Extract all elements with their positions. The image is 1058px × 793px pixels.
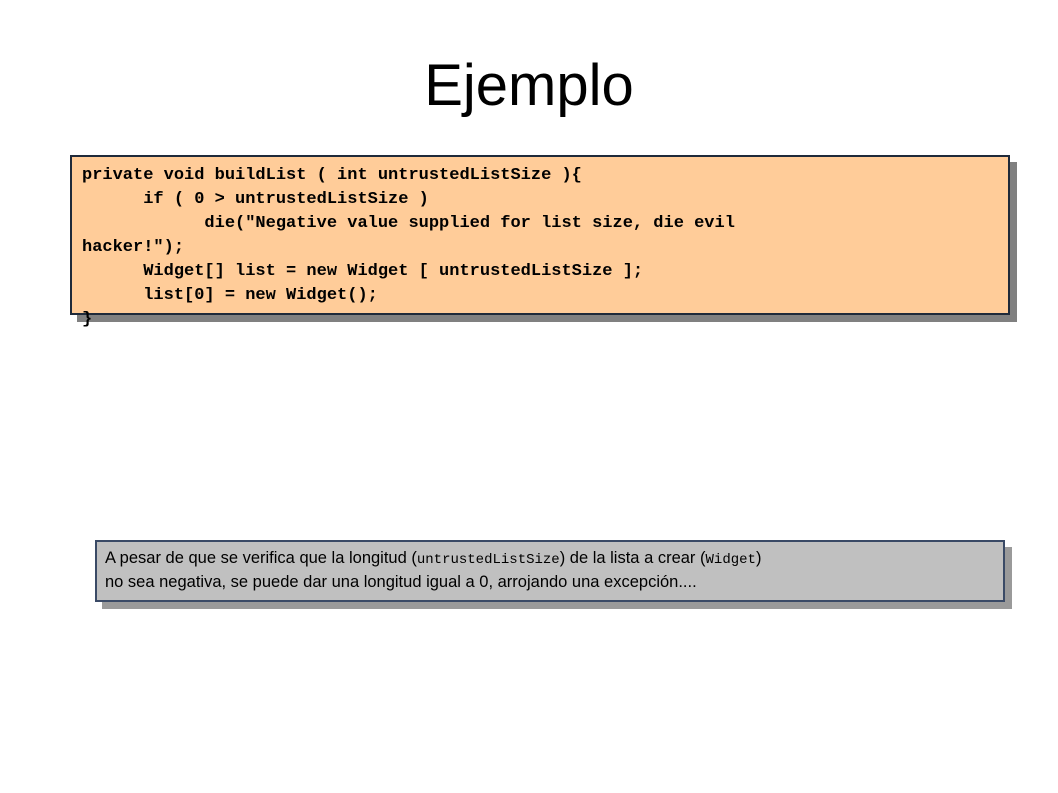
code-box-background — [70, 155, 1010, 315]
note-text-line-2: no sea negativa, se puede dar una longit… — [105, 573, 697, 591]
code-line: die("Negative value supplied for list si… — [82, 214, 735, 233]
slide-title: Ejemplo — [424, 53, 634, 118]
code-line: if ( 0 > untrustedListSize ) — [82, 190, 429, 209]
code-line: } — [82, 310, 93, 329]
note-code-class: Widget — [705, 552, 756, 568]
code-line: list[0] = new Widget(); — [82, 286, 378, 305]
note-text: ) — [755, 549, 762, 567]
code-line: hacker!"); — [82, 238, 185, 257]
code-line: private void buildList ( int untrustedLi… — [82, 166, 582, 185]
code-line: Widget[] list = new Widget [ untrustedLi… — [82, 262, 644, 281]
explanation-note: A pesar de que se verifica que la longit… — [95, 540, 1005, 602]
code-block: private void buildList ( int untrustedLi… — [82, 164, 1002, 332]
note-text: A pesar de que se verifica que la longit… — [105, 549, 417, 567]
note-code-variable: untrustedListSize — [416, 552, 560, 568]
note-text: ) de la lista a crear ( — [559, 549, 706, 567]
